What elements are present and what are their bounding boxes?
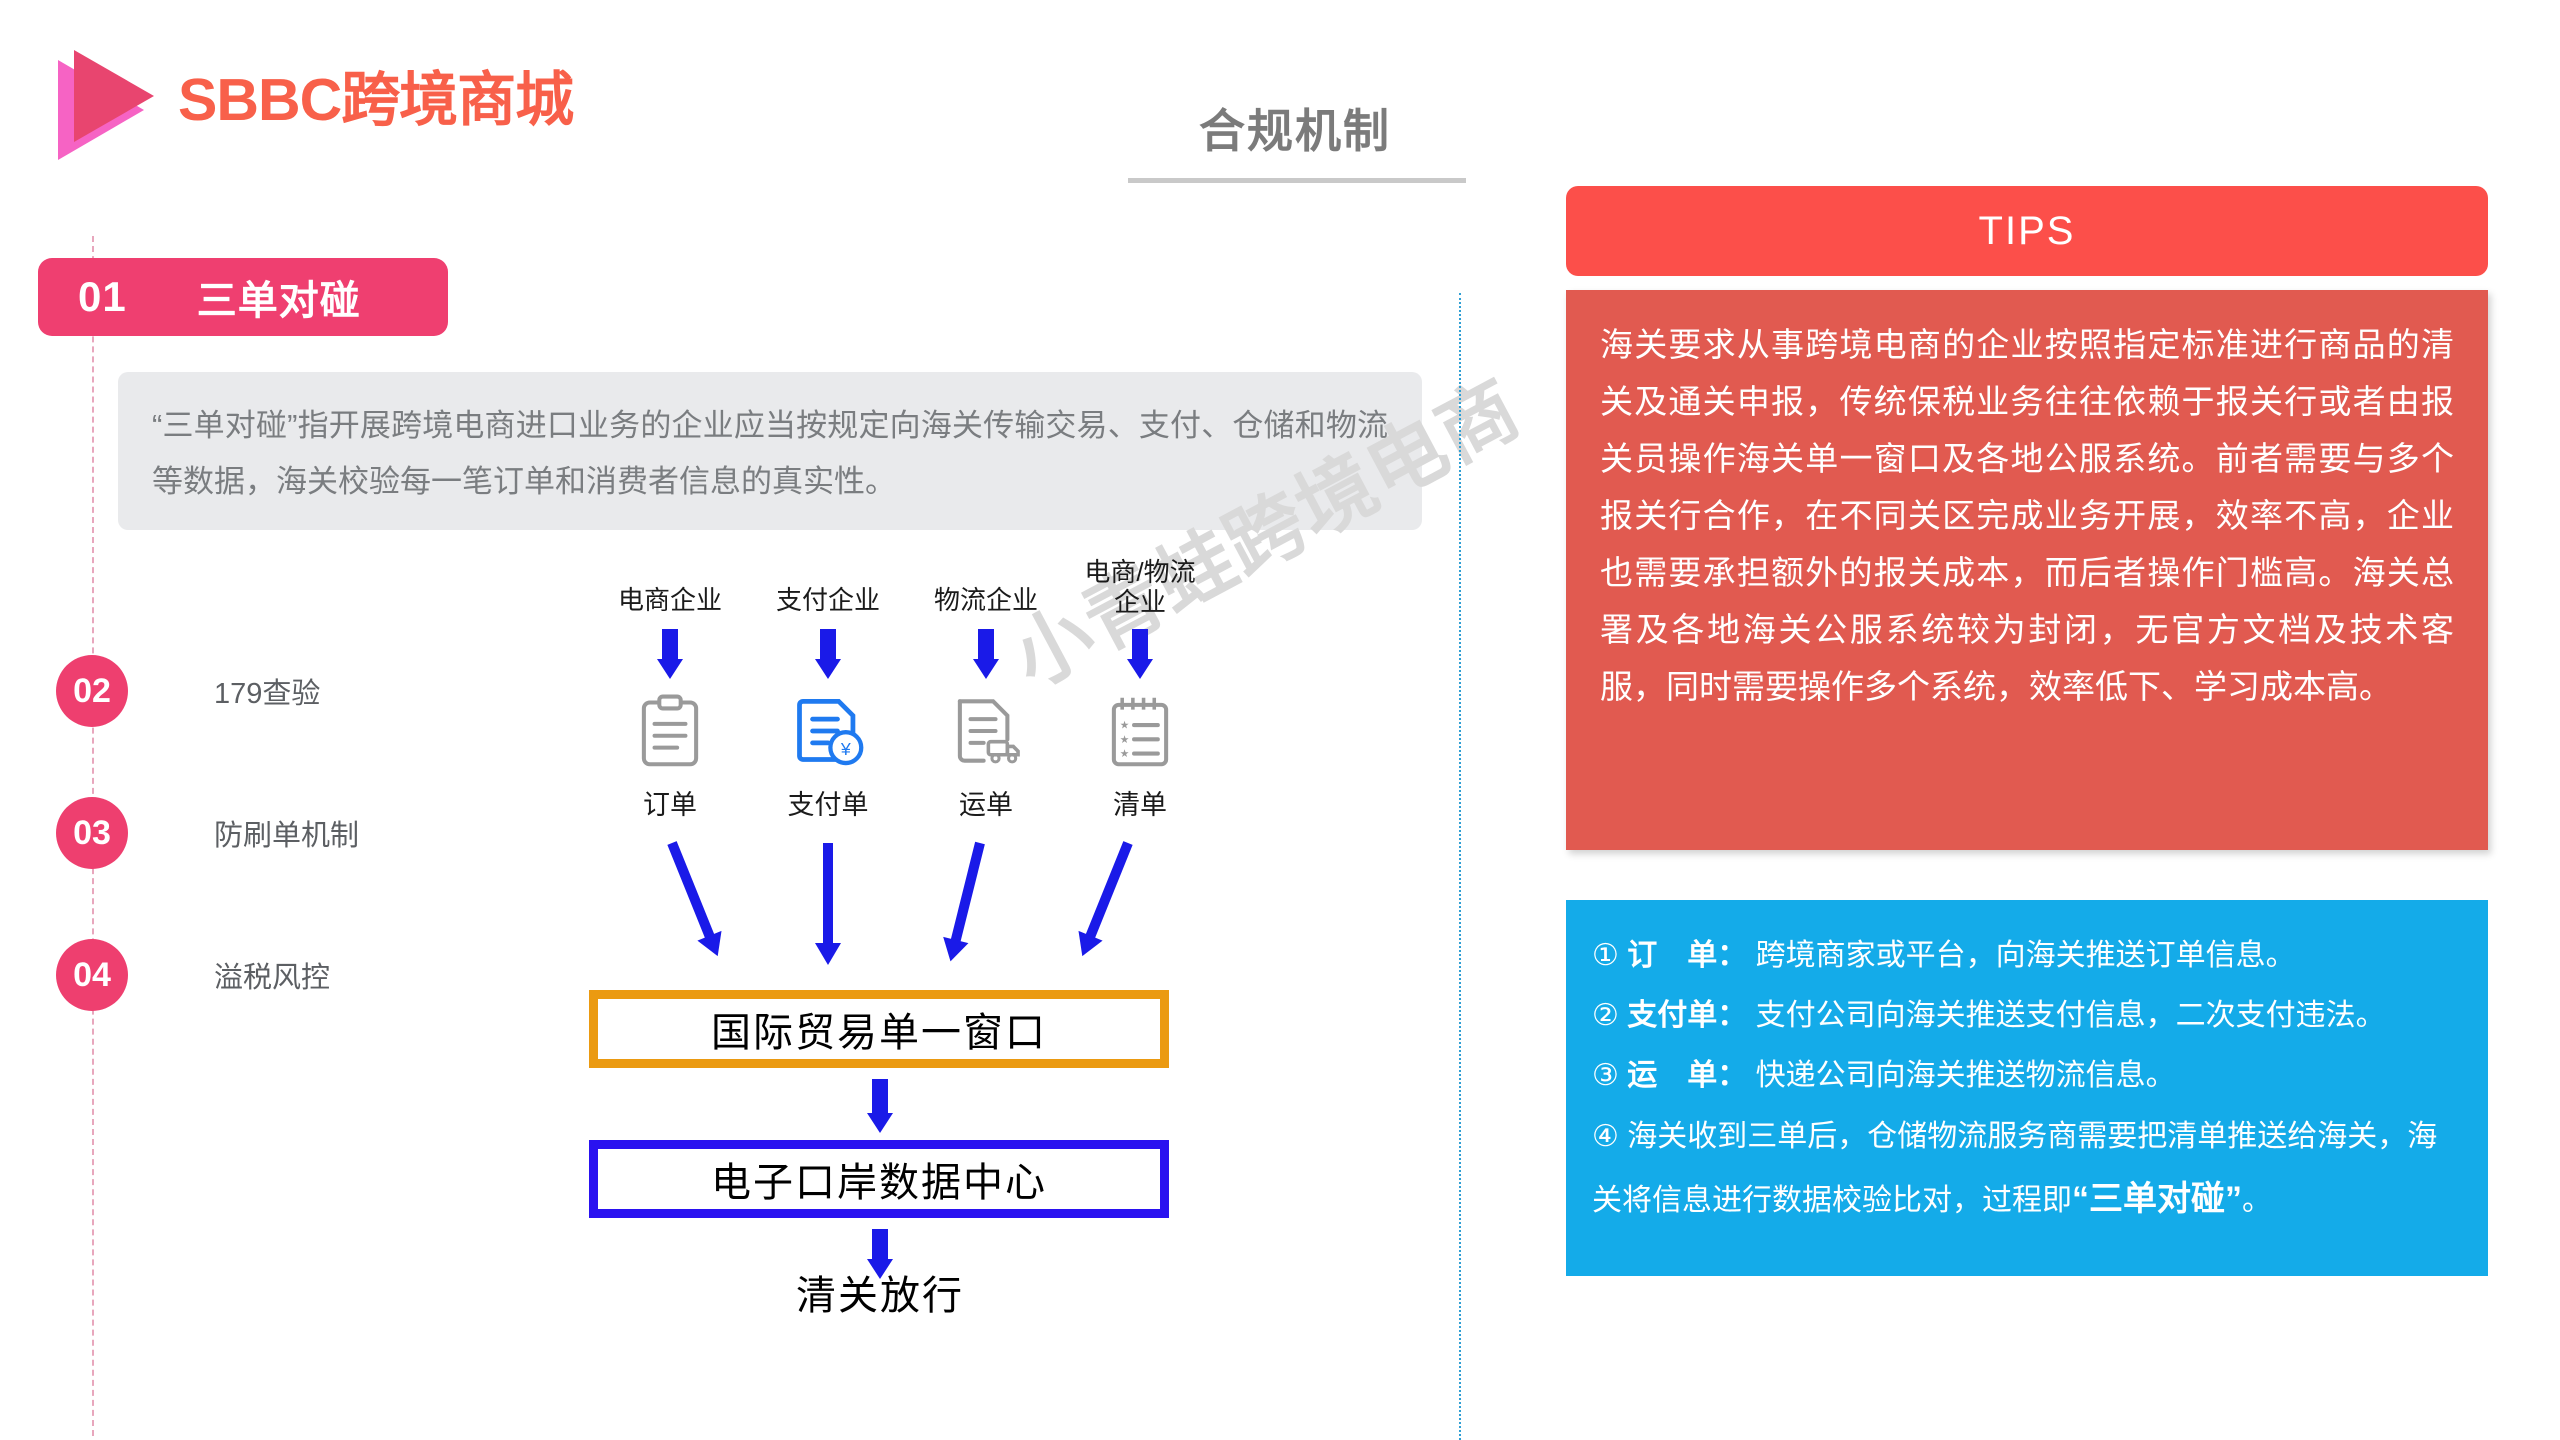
diagram-column-head-2: 支付企业 [775, 585, 880, 615]
svg-text:¥: ¥ [840, 739, 851, 759]
diagram-column-head-4-line1: 电商/物流 [1084, 557, 1196, 587]
list-item-text: 快递公司向海关推送物流信息。 [1755, 1059, 2176, 1092]
sidebar-item-step-01[interactable]: 01 三单对碰 [38, 258, 448, 336]
logo-triangle-front [74, 50, 154, 142]
sidebar-item-step-03[interactable]: 03 防刷单机制 [56, 797, 359, 869]
flow-box-edi-port-center: 电子口岸数据中心 [589, 1140, 1169, 1218]
checklist-manifest-icon: ★ ★ ★ [1102, 693, 1178, 769]
page-title: 合规机制 [1199, 105, 1391, 157]
list-item-label: 运 单： [1627, 1059, 1748, 1092]
brand-name: SBBC跨境商城 [178, 67, 574, 133]
tips-header-label: TIPS [1978, 208, 2076, 253]
list-item-marker: ④ [1592, 1120, 1619, 1153]
waybill-truck-icon [948, 693, 1024, 769]
step-01-label: 三单对碰 [196, 279, 361, 323]
flow-final-label: 清关放行 [796, 1274, 964, 1318]
list-item-highlight: “三单对碰” [2072, 1180, 2242, 1218]
three-docs-notes-panel: ① 订 单： 跨境商家或平台，向海关推送订单信息。 ② 支付单： 支付公司向海关… [1566, 900, 2488, 1276]
tips-body-text: 海关要求从事跨境电商的企业按照指定标准进行商品的清关及通关申报，传统保税业务往往… [1600, 326, 2454, 705]
diagram-column-head-4-line2: 企业 [1113, 587, 1166, 617]
list-item-text: 支付公司向海关推送支付信息，二次支付违法。 [1755, 999, 2386, 1032]
list-item: ② 支付单： 支付公司向海关推送支付信息，二次支付违法。 [1592, 986, 2462, 1046]
list-item-marker: ③ [1592, 1059, 1619, 1092]
step-04-number: 04 [56, 939, 128, 1011]
diagram-caption-4: 清单 [1113, 790, 1167, 820]
description-text: “三单对碰”指开展跨境电商进口业务的企业应当按规定向海关传输交易、支付、仓储和物… [152, 408, 1388, 499]
play-triangle-logo-icon [58, 50, 176, 162]
list-item: ① 订 单： 跨境商家或平台，向海关推送订单信息。 [1592, 926, 2462, 986]
three-document-flow-diagram: 电商企业 支付企业 物流企业 电商/物流 企业 [589, 557, 1196, 1385]
diagram-caption-3: 运单 [959, 790, 1013, 820]
flow-box-single-window-label: 国际贸易单一窗口 [711, 1011, 1047, 1055]
list-item: ④ 海关收到三单后，仓储物流服务商需要把清单推送给海关，海关将信息进行数据校验比… [1592, 1106, 2462, 1232]
diagram-caption-2: 支付单 [787, 790, 869, 820]
vertical-dotted-divider [1459, 293, 1461, 1440]
list-item-marker: ② [1592, 999, 1619, 1032]
diagram-column-head-4: 电商/物流 企业 [1060, 557, 1220, 617]
payment-document-yuan-icon: ¥ [790, 693, 866, 769]
list-item-text: 跨境商家或平台，向海关推送订单信息。 [1755, 939, 2296, 972]
step-03-number: 03 [56, 797, 128, 869]
tips-body: 海关要求从事跨境电商的企业按照指定标准进行商品的清关及通关申报，传统保税业务往往… [1566, 290, 2488, 850]
step-01-number: 01 [78, 273, 127, 320]
list-item-tail: 。 [2242, 1184, 2272, 1217]
list-item-label: 支付单： [1627, 999, 1748, 1032]
step-04-label: 溢税风控 [214, 962, 331, 994]
clipboard-order-icon [632, 693, 708, 769]
svg-text:★: ★ [1120, 720, 1130, 732]
sidebar-item-step-04[interactable]: 04 溢税风控 [56, 939, 330, 1011]
description-box: “三单对碰”指开展跨境电商进口业务的企业应当按规定向海关传输交易、支付、仓储和物… [118, 372, 1422, 530]
svg-text:★: ★ [1120, 734, 1130, 746]
page-title-underline [1128, 178, 1466, 183]
diagram-caption-1: 订单 [643, 790, 697, 820]
tips-header: TIPS [1566, 186, 2488, 276]
step-02-label: 179查验 [214, 678, 321, 710]
list-item-label: 订 单： [1627, 939, 1748, 972]
flow-box-edi-port-center-label: 电子口岸数据中心 [711, 1161, 1047, 1205]
list-item-marker: ① [1592, 939, 1619, 972]
list-item: ③ 运 单： 快递公司向海关推送物流信息。 [1592, 1046, 2462, 1106]
list-item-text: 海关收到三单后，仓储物流服务商需要把清单推送给海关，海关将信息进行数据校验比对，… [1592, 1120, 2438, 1217]
diagram-column-head-3: 物流企业 [933, 585, 1038, 615]
flow-box-single-window: 国际贸易单一窗口 [589, 990, 1169, 1068]
sidebar-item-step-02[interactable]: 02 179查验 [56, 655, 320, 727]
step-03-label: 防刷单机制 [214, 820, 360, 852]
diagram-column-head-1: 电商企业 [617, 585, 722, 615]
step-02-number: 02 [56, 655, 128, 727]
svg-text:★: ★ [1120, 748, 1130, 760]
